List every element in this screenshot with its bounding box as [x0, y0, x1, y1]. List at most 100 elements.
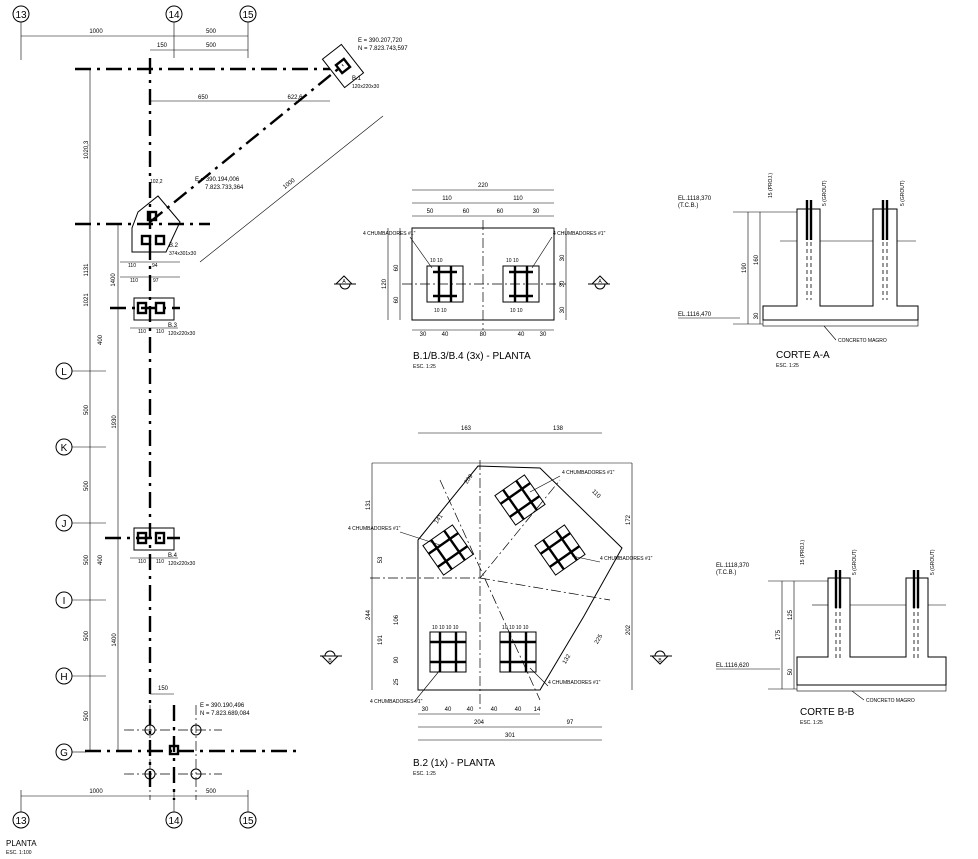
svg-text:400: 400	[98, 554, 104, 565]
detail-b1-plan: 220 110 110 50 60 60 30 30 40 80 40 30 1…	[334, 183, 610, 370]
svg-text:94: 94	[152, 263, 158, 269]
corte-a-el-bot: EL.1116,470	[678, 312, 712, 318]
svg-text:120x220x30: 120x220x30	[352, 84, 379, 90]
svg-text:10 10: 10 10	[430, 258, 443, 264]
svg-text:25: 25	[394, 678, 400, 685]
svg-text:110: 110	[156, 559, 164, 565]
svg-text:244: 244	[366, 609, 372, 620]
corte-b-scale: ESC. 1:25	[800, 720, 823, 726]
grid-label-13-bottom: 13	[15, 816, 27, 827]
svg-text:40: 40	[518, 332, 525, 338]
svg-text:53: 53	[378, 556, 384, 563]
svg-text:374x301x30: 374x301x30	[169, 251, 196, 257]
svg-text:I: I	[63, 596, 66, 607]
svg-text:1930: 1930	[112, 415, 118, 429]
svg-text:E = 390.190,496: E = 390.190,496	[200, 703, 245, 709]
plan-view: 13 14 15 13 14 15 1000 500 150 500 1000 …	[6, 5, 408, 856]
svg-text:175: 175	[776, 629, 782, 640]
base-b4: 110 110 B.4 120x220x30	[130, 527, 195, 567]
svg-text:500: 500	[206, 29, 217, 35]
svg-text:4 CHUMBADORES #1": 4 CHUMBADORES #1"	[370, 699, 423, 705]
svg-text:30: 30	[560, 306, 566, 313]
svg-text:209: 209	[464, 473, 475, 485]
grid-label-14-bottom: 14	[168, 816, 180, 827]
svg-text:120x220x30: 120x220x30	[168, 561, 195, 567]
svg-text:CONCRETO MAGRO: CONCRETO MAGRO	[838, 338, 887, 344]
svg-text:(T.C.B.): (T.C.B.)	[716, 570, 736, 576]
svg-text:N = 7.823.689,084: N = 7.823.689,084	[200, 711, 250, 717]
svg-text:150: 150	[158, 686, 169, 692]
svg-text:204: 204	[474, 720, 485, 726]
svg-text:B: B	[328, 658, 332, 664]
svg-text:110: 110	[590, 489, 601, 500]
svg-text:97: 97	[567, 720, 574, 726]
svg-text:15 (PROJ.): 15 (PROJ.)	[768, 173, 774, 198]
base-b3: 110 110 B.3 120x220x30	[130, 297, 195, 337]
detail-b2-title: B.2 (1x) - PLANTA	[413, 758, 495, 769]
svg-text:60: 60	[394, 264, 400, 271]
svg-text:220: 220	[478, 183, 489, 189]
svg-text:B.3: B.3	[168, 323, 178, 329]
svg-text:K: K	[61, 443, 68, 454]
grid-row-h: H	[55, 667, 106, 685]
svg-text:CONCRETO MAGRO: CONCRETO MAGRO	[866, 698, 915, 704]
svg-text:301: 301	[505, 733, 516, 739]
section-mark-a-left: A	[334, 275, 356, 290]
svg-text:90: 90	[394, 656, 400, 663]
svg-text:150: 150	[157, 43, 168, 49]
svg-text:80: 80	[480, 332, 487, 338]
svg-text:131: 131	[366, 499, 372, 510]
svg-text:E = 390.194,006: E = 390.194,006	[195, 177, 240, 183]
svg-text:5 (GROUT): 5 (GROUT)	[900, 180, 906, 206]
pipe-line-diagonal	[149, 64, 344, 223]
svg-text:500: 500	[84, 630, 90, 641]
svg-text:110: 110	[442, 196, 452, 202]
svg-text:E = 390.207,720: E = 390.207,720	[358, 38, 403, 44]
svg-text:102,2: 102,2	[150, 179, 163, 185]
svg-text:4 CHUMBADORES #1": 4 CHUMBADORES #1"	[548, 680, 601, 686]
svg-text:110: 110	[130, 278, 138, 284]
svg-text:125: 125	[788, 609, 794, 620]
svg-text:132: 132	[562, 653, 573, 665]
svg-text:B.4: B.4	[168, 553, 178, 559]
svg-text:7.823.733,364: 7.823.733,364	[205, 185, 244, 191]
grid-label-15-top: 15	[242, 10, 254, 21]
svg-text:30: 30	[422, 707, 429, 713]
svg-text:1400: 1400	[112, 633, 118, 647]
svg-text:4 CHUMBADORES #1": 4 CHUMBADORES #1"	[600, 556, 653, 562]
svg-text:110: 110	[138, 559, 146, 565]
svg-text:10 10 10 10: 10 10 10 10	[432, 625, 459, 631]
grid-row-i: I	[55, 591, 106, 609]
detail-b2-plan: 163 138 141 209 110 131 53 244 191 106 9…	[320, 426, 672, 777]
svg-text:B.2: B.2	[169, 243, 179, 249]
svg-text:15 (PROJ.): 15 (PROJ.)	[800, 540, 806, 565]
grid-label-15-bottom: 15	[242, 816, 254, 827]
svg-text:30: 30	[754, 312, 760, 319]
svg-text:60: 60	[497, 209, 504, 215]
svg-text:N = 7.823.743,597: N = 7.823.743,597	[358, 46, 408, 52]
svg-text:163: 163	[461, 426, 472, 432]
svg-text:30: 30	[540, 332, 547, 338]
corte-b-el-bot: EL.1116,620	[716, 663, 750, 669]
grid-row-j: J	[55, 514, 106, 532]
grid-row-k: K	[55, 438, 106, 456]
grid-label-13-top: 13	[15, 10, 27, 21]
base-b1: B.1 120x220x30 E = 390.207,720 N = 7.823…	[321, 38, 408, 90]
corte-a-scale: ESC. 1:25	[776, 363, 799, 369]
svg-text:97: 97	[153, 278, 159, 284]
svg-text:40: 40	[491, 707, 498, 713]
plan-scale: ESC. 1:100	[6, 850, 32, 856]
base-b2: B.2 374x301x30 E = 390.194,006 7.823.733…	[120, 177, 244, 284]
svg-text:10 10: 10 10	[506, 258, 519, 264]
svg-text:1000: 1000	[89, 789, 103, 795]
svg-text:500: 500	[84, 554, 90, 565]
b2-outline	[417, 465, 623, 691]
svg-text:A: A	[342, 279, 346, 285]
svg-text:50: 50	[788, 668, 794, 675]
svg-text:110: 110	[156, 329, 164, 335]
svg-text:138: 138	[553, 426, 564, 432]
svg-text:H: H	[60, 672, 67, 683]
section-mark-b-left: B	[320, 650, 342, 665]
svg-text:30: 30	[420, 332, 427, 338]
